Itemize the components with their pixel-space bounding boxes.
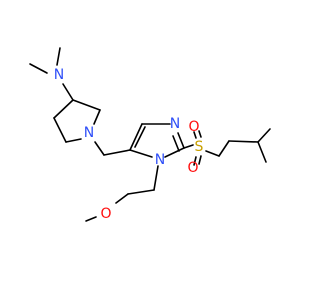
bond-ethyl-2 bbox=[127, 189, 155, 195]
bond-sulfur-chain bbox=[205, 150, 220, 157]
atom-n-imidazole-substituted: N bbox=[155, 152, 165, 168]
double-bonds bbox=[134, 126, 202, 166]
molecule-structure: N N N N S O O O bbox=[29, 47, 271, 222]
bond-pyrrolidine-c5-n1 bbox=[65, 138, 82, 143]
bond-c2-sulfur bbox=[183, 144, 194, 149]
bond-nme-methyl-top bbox=[56, 47, 61, 66]
atom-o-sulfonyl-bottom: O bbox=[187, 160, 198, 176]
bond-n1-ch2 bbox=[94, 141, 105, 156]
bond-chain-1 bbox=[218, 140, 230, 157]
bond-pyrrolidine-c3-c4 bbox=[53, 99, 74, 119]
bond-sulfur-o-bottom-2 bbox=[198, 155, 202, 165]
bond-imidazole-n1-c5 bbox=[129, 149, 153, 158]
atom-s-sulfonyl: S bbox=[195, 139, 204, 155]
bond-imidazole-n3-c2-double bbox=[172, 135, 180, 152]
bond-pyrrolidine-n1-c2 bbox=[93, 109, 101, 125]
atom-labels: N N N N S O O O bbox=[54, 67, 204, 222]
bond-nme-methyl-left bbox=[29, 63, 48, 74]
bond-chain-4 bbox=[257, 141, 267, 163]
bond-sulfur-o-top-1 bbox=[193, 131, 197, 139]
bond-pyrrolidine-c2-c3 bbox=[72, 99, 101, 111]
bond-chain-3 bbox=[257, 128, 271, 143]
bonds bbox=[29, 47, 271, 222]
bond-imidazole-c5-c4-double bbox=[134, 126, 146, 148]
bond-oxygen-methyl bbox=[85, 216, 97, 222]
bond-imidazole-n3-c2 bbox=[177, 132, 185, 149]
atom-n-dimethylamino: N bbox=[54, 67, 64, 83]
bond-ch2-imidazole bbox=[103, 149, 131, 156]
atom-n-pyrrolidine: N bbox=[84, 125, 94, 141]
atom-o-methoxy: O bbox=[100, 206, 111, 222]
atom-n-imidazole-ring: N bbox=[170, 116, 180, 132]
bond-imidazole-c2-n1 bbox=[164, 147, 185, 158]
bond-sulfur-o-top-2 bbox=[198, 130, 202, 138]
bond-chain-2 bbox=[228, 140, 259, 143]
bond-imidazole-c5-c4 bbox=[129, 123, 143, 151]
bond-ethyl-1 bbox=[153, 165, 159, 191]
bond-sulfur-o-bottom-1 bbox=[193, 156, 197, 166]
bond-ethyl-to-oxygen bbox=[115, 193, 129, 204]
bond-nme-ring bbox=[62, 83, 74, 101]
atom-o-sulfonyl-top: O bbox=[188, 119, 199, 135]
bond-pyrrolidine-c4-c5 bbox=[53, 117, 67, 143]
